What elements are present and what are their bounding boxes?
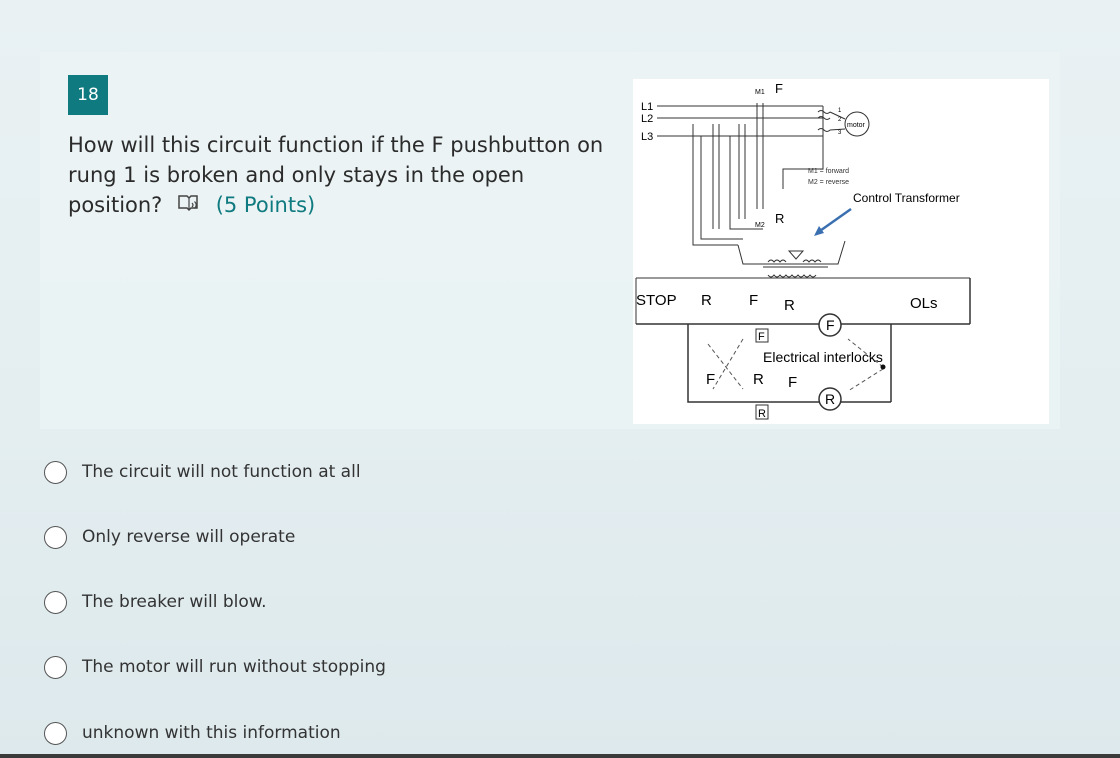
label-t3: 3 [838, 130, 842, 136]
circuit-diagram: L1 L2 L3 M1 F M1 = forward M2 = reverse … [633, 79, 1049, 424]
question-text: How will this circuit function if the F … [68, 133, 604, 217]
immersive-reader-icon[interactable] [177, 191, 201, 221]
radio-button[interactable] [44, 655, 67, 679]
radio-button[interactable] [44, 721, 67, 745]
label-electrical-interlocks: Electrical interlocks [763, 349, 883, 365]
question-points: (5 Points) [215, 193, 316, 217]
answer-label: The circuit will not function at all [82, 462, 361, 482]
label-f-seal: F [758, 331, 765, 343]
answer-label: The motor will run without stopping [82, 657, 386, 677]
label-m1-note: M1 = forward [808, 168, 849, 175]
answer-option-5[interactable]: unknown with this information [44, 720, 341, 746]
label-motor: motor [847, 122, 866, 129]
label-f-interlock2: F [788, 374, 797, 391]
answer-option-1[interactable]: The circuit will not function at all [44, 459, 361, 485]
answer-option-2[interactable]: Only reverse will operate [44, 524, 295, 550]
answer-label: The breaker will blow. [82, 592, 267, 612]
answer-option-3[interactable]: The breaker will blow. [44, 589, 267, 615]
label-m1-top: M1 [755, 89, 765, 96]
label-t2: 2 [838, 117, 842, 123]
label-r-seal: R [758, 408, 766, 420]
label-r-mid: R [775, 211, 784, 226]
label-r-coil: R [825, 391, 835, 407]
label-l2: L2 [641, 113, 653, 125]
label-f-coil: F [826, 317, 835, 333]
question-text-block: How will this circuit function if the F … [68, 130, 608, 221]
label-f-top: F [775, 81, 783, 96]
radio-button[interactable] [44, 590, 67, 614]
label-ols: OLs [910, 295, 938, 312]
label-t1: 1 [838, 108, 842, 114]
label-r-pb2: R [753, 371, 764, 388]
label-f-pb: F [749, 292, 758, 309]
label-l3: L3 [641, 131, 653, 143]
radio-button[interactable] [44, 525, 67, 549]
label-control-transformer: Control Transformer [853, 191, 960, 205]
label-l1: L1 [641, 101, 653, 113]
label-m2-note: M2 = reverse [808, 179, 849, 186]
radio-button[interactable] [44, 460, 67, 484]
answer-label: Only reverse will operate [82, 527, 296, 547]
answer-label: unknown with this information [82, 723, 341, 743]
label-r-interlock1: R [784, 297, 795, 314]
question-number: 18 [68, 75, 108, 115]
bottom-border [0, 754, 1120, 758]
label-m2: M2 [755, 222, 765, 229]
label-r-pb: R [701, 292, 712, 309]
label-f-pb2: F [706, 371, 715, 388]
answer-option-4[interactable]: The motor will run without stopping [44, 654, 386, 680]
label-stop: STOP [636, 292, 677, 309]
